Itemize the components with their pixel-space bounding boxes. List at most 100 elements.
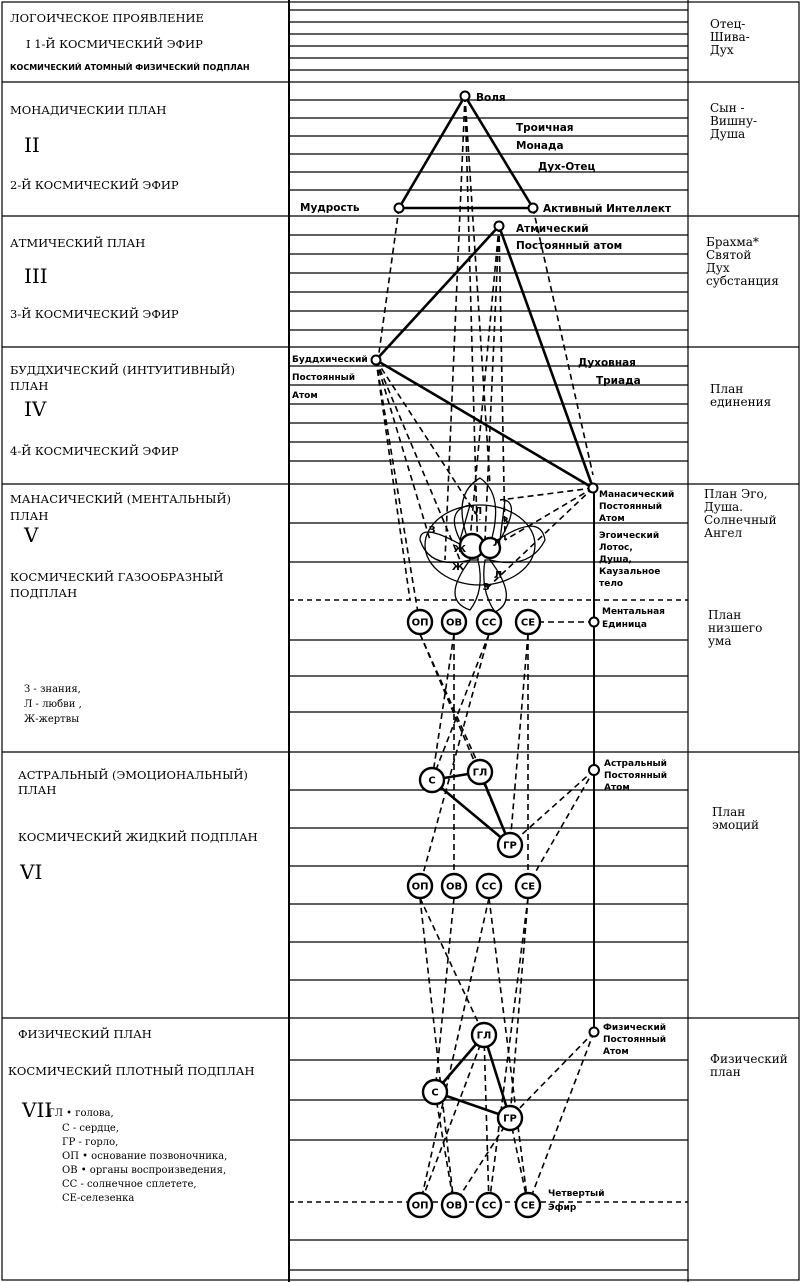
center-circle bbox=[440, 872, 468, 900]
triple-monad-line1: Троичная bbox=[516, 122, 574, 134]
right-label-r5: Ангел bbox=[704, 526, 742, 540]
plane1-title: ЛОГОИЧЕСКОЕ ПРОЯВЛЕНИЕ bbox=[10, 11, 204, 25]
petal-letter: З bbox=[501, 516, 508, 527]
right-label-r6: эмоций bbox=[712, 818, 759, 832]
left-panel: ЛОГОИЧЕСКОЕ ПРОЯВЛЕНИЕ I 1-Й КОСМИЧЕСКИЙ… bbox=[8, 11, 258, 1204]
plane7-roman: VII bbox=[21, 1098, 52, 1122]
right-label-r3: субстанция bbox=[706, 274, 779, 288]
plane2-title: МОНАДИЧЕСКИИ ПЛАН bbox=[10, 103, 166, 117]
plane5-title-line1: МАНАСИЧЕСКИЙ (МЕНТАЛЬНЫЙ) bbox=[10, 492, 231, 506]
center-circle bbox=[475, 872, 503, 900]
fourth-ether-line2: Эфир bbox=[548, 1203, 577, 1213]
dashed-connections bbox=[375, 95, 595, 1206]
buddhic-atom-line2: Постоянный bbox=[292, 373, 355, 383]
center-circle bbox=[475, 1191, 503, 1219]
astral-atom-line1: Астральный bbox=[604, 759, 667, 769]
center-circle bbox=[514, 608, 542, 636]
petal-letter: Л bbox=[493, 538, 501, 549]
buddhic-atom-line1: Буддхический bbox=[292, 355, 368, 365]
center-label: СС bbox=[482, 882, 497, 893]
plane5-subplane-line2: ПОДПЛАН bbox=[10, 586, 77, 600]
center-label: СЕ bbox=[521, 882, 535, 893]
right-label-r2: Сын - bbox=[710, 101, 745, 115]
buddhic-atom-node bbox=[370, 354, 382, 366]
petal-letter: Ж bbox=[452, 562, 465, 573]
plane2-ether: 2-Й КОСМИЧЕСКИЙ ЭФИР bbox=[10, 178, 179, 192]
right-label-r7: Физический bbox=[710, 1052, 788, 1066]
plane4-title-line2: ПЛАН bbox=[10, 379, 48, 393]
triple-monad-line3: Дух-Отец bbox=[538, 161, 595, 173]
egoic-lotus-line3: Душа, bbox=[599, 555, 632, 565]
physical-atom-line3: Атом bbox=[603, 1047, 629, 1057]
key-nodes bbox=[370, 90, 600, 1038]
will-label: Воля bbox=[476, 92, 506, 104]
plane4-title-line1: БУДДХИЧЕСКИЙ (ИНТУИТИВНЫЙ) bbox=[10, 363, 235, 377]
atmic-atom-line2: Постоянный атом bbox=[516, 240, 622, 252]
right-label-r5b: низшего bbox=[708, 621, 762, 635]
center-label: ГР bbox=[503, 841, 517, 852]
center-circle bbox=[475, 608, 503, 636]
right-label-r5: Душа. bbox=[704, 500, 743, 514]
plane6-subplane: КОСМИЧЕСКИЙ ЖИДКИЙ ПОДПЛАН bbox=[18, 830, 258, 844]
egoic-lotus-line5: тело bbox=[599, 579, 623, 589]
center-circle bbox=[514, 872, 542, 900]
will-node bbox=[459, 90, 471, 102]
plane5-legend-line3: Ж-жертвы bbox=[24, 714, 79, 725]
right-label-r3: Дух bbox=[706, 261, 730, 275]
mental-unit-node bbox=[588, 616, 600, 628]
center-label: ОВ bbox=[446, 1201, 462, 1212]
center-circle bbox=[496, 1104, 524, 1132]
center-circle bbox=[440, 608, 468, 636]
plane7-legend-line: С - сердце, bbox=[62, 1123, 119, 1134]
plane7-legend-line: ОВ • органы воспроизведения, bbox=[62, 1165, 226, 1176]
section-borders bbox=[2, 81, 799, 1019]
center-label: ГР bbox=[503, 1114, 517, 1125]
plane1-ether: I 1-Й КОСМИЧЕСКИЙ ЭФИР bbox=[26, 37, 203, 51]
right-label-r7: план bbox=[710, 1065, 741, 1079]
right-label-r1: Дух bbox=[710, 43, 734, 57]
plane7-subplane: КОСМИЧЕСКИЙ ПЛОТНЫЙ ПОДПЛАН bbox=[8, 1064, 255, 1078]
right-label-r4: План bbox=[710, 382, 743, 396]
plane6-title-line2: ПЛАН bbox=[18, 783, 56, 797]
plane4-ether: 4-Й КОСМИЧЕСКИЙ ЭФИР bbox=[10, 444, 179, 458]
egoic-lotus-line1: Эгоический bbox=[599, 531, 659, 541]
right-label-r5: План Эго, bbox=[704, 487, 768, 501]
petal-letter: З bbox=[482, 582, 489, 593]
plane3-title: АТМИЧЕСКИЙ ПЛАН bbox=[10, 236, 145, 250]
center-circle bbox=[421, 1078, 449, 1106]
center-label: СЕ bbox=[521, 618, 535, 629]
plane7-legend: ГЛ • голова,С - сердце,ГР - горло,ОП • о… bbox=[48, 1108, 227, 1204]
right-label-r1: Шива- bbox=[710, 30, 750, 44]
egoic-lotus-line4: Каузальное bbox=[599, 567, 660, 577]
center-label: ОП bbox=[412, 618, 429, 629]
center-circle bbox=[406, 872, 434, 900]
atmic-atom-line1: Атмический bbox=[516, 223, 589, 235]
atmic-atom-node bbox=[493, 220, 505, 232]
plane6-roman: VI bbox=[19, 860, 42, 884]
right-label-r1: Отец- bbox=[710, 17, 745, 31]
plane7-legend-line: СЕ-селезенка bbox=[62, 1193, 134, 1204]
manasic-atom-line2: Постоянный bbox=[599, 502, 662, 512]
buddhic-atom-line3: Атом bbox=[292, 391, 318, 401]
plane7-legend-line: ГР - горло, bbox=[62, 1137, 118, 1148]
center-circle bbox=[470, 1021, 498, 1049]
wisdom-node bbox=[393, 202, 405, 214]
plane7-legend-line: ГЛ • голова, bbox=[48, 1108, 114, 1119]
center-circle bbox=[466, 758, 494, 786]
center-label: ОВ bbox=[446, 882, 462, 893]
center-label: СЕ bbox=[521, 1201, 535, 1212]
mental-unit-line1: Ментальная bbox=[602, 607, 665, 617]
center-label: ОП bbox=[412, 882, 429, 893]
center-label: ГЛ bbox=[477, 1031, 492, 1042]
right-label-r5b: План bbox=[708, 608, 741, 622]
right-label-r2: Вишну- bbox=[710, 114, 757, 128]
triple-monad-line2: Монада bbox=[516, 140, 564, 152]
wisdom-label: Мудрость bbox=[300, 202, 360, 214]
physical-atom-node bbox=[588, 1026, 600, 1038]
right-label-r4: единения bbox=[710, 395, 771, 409]
